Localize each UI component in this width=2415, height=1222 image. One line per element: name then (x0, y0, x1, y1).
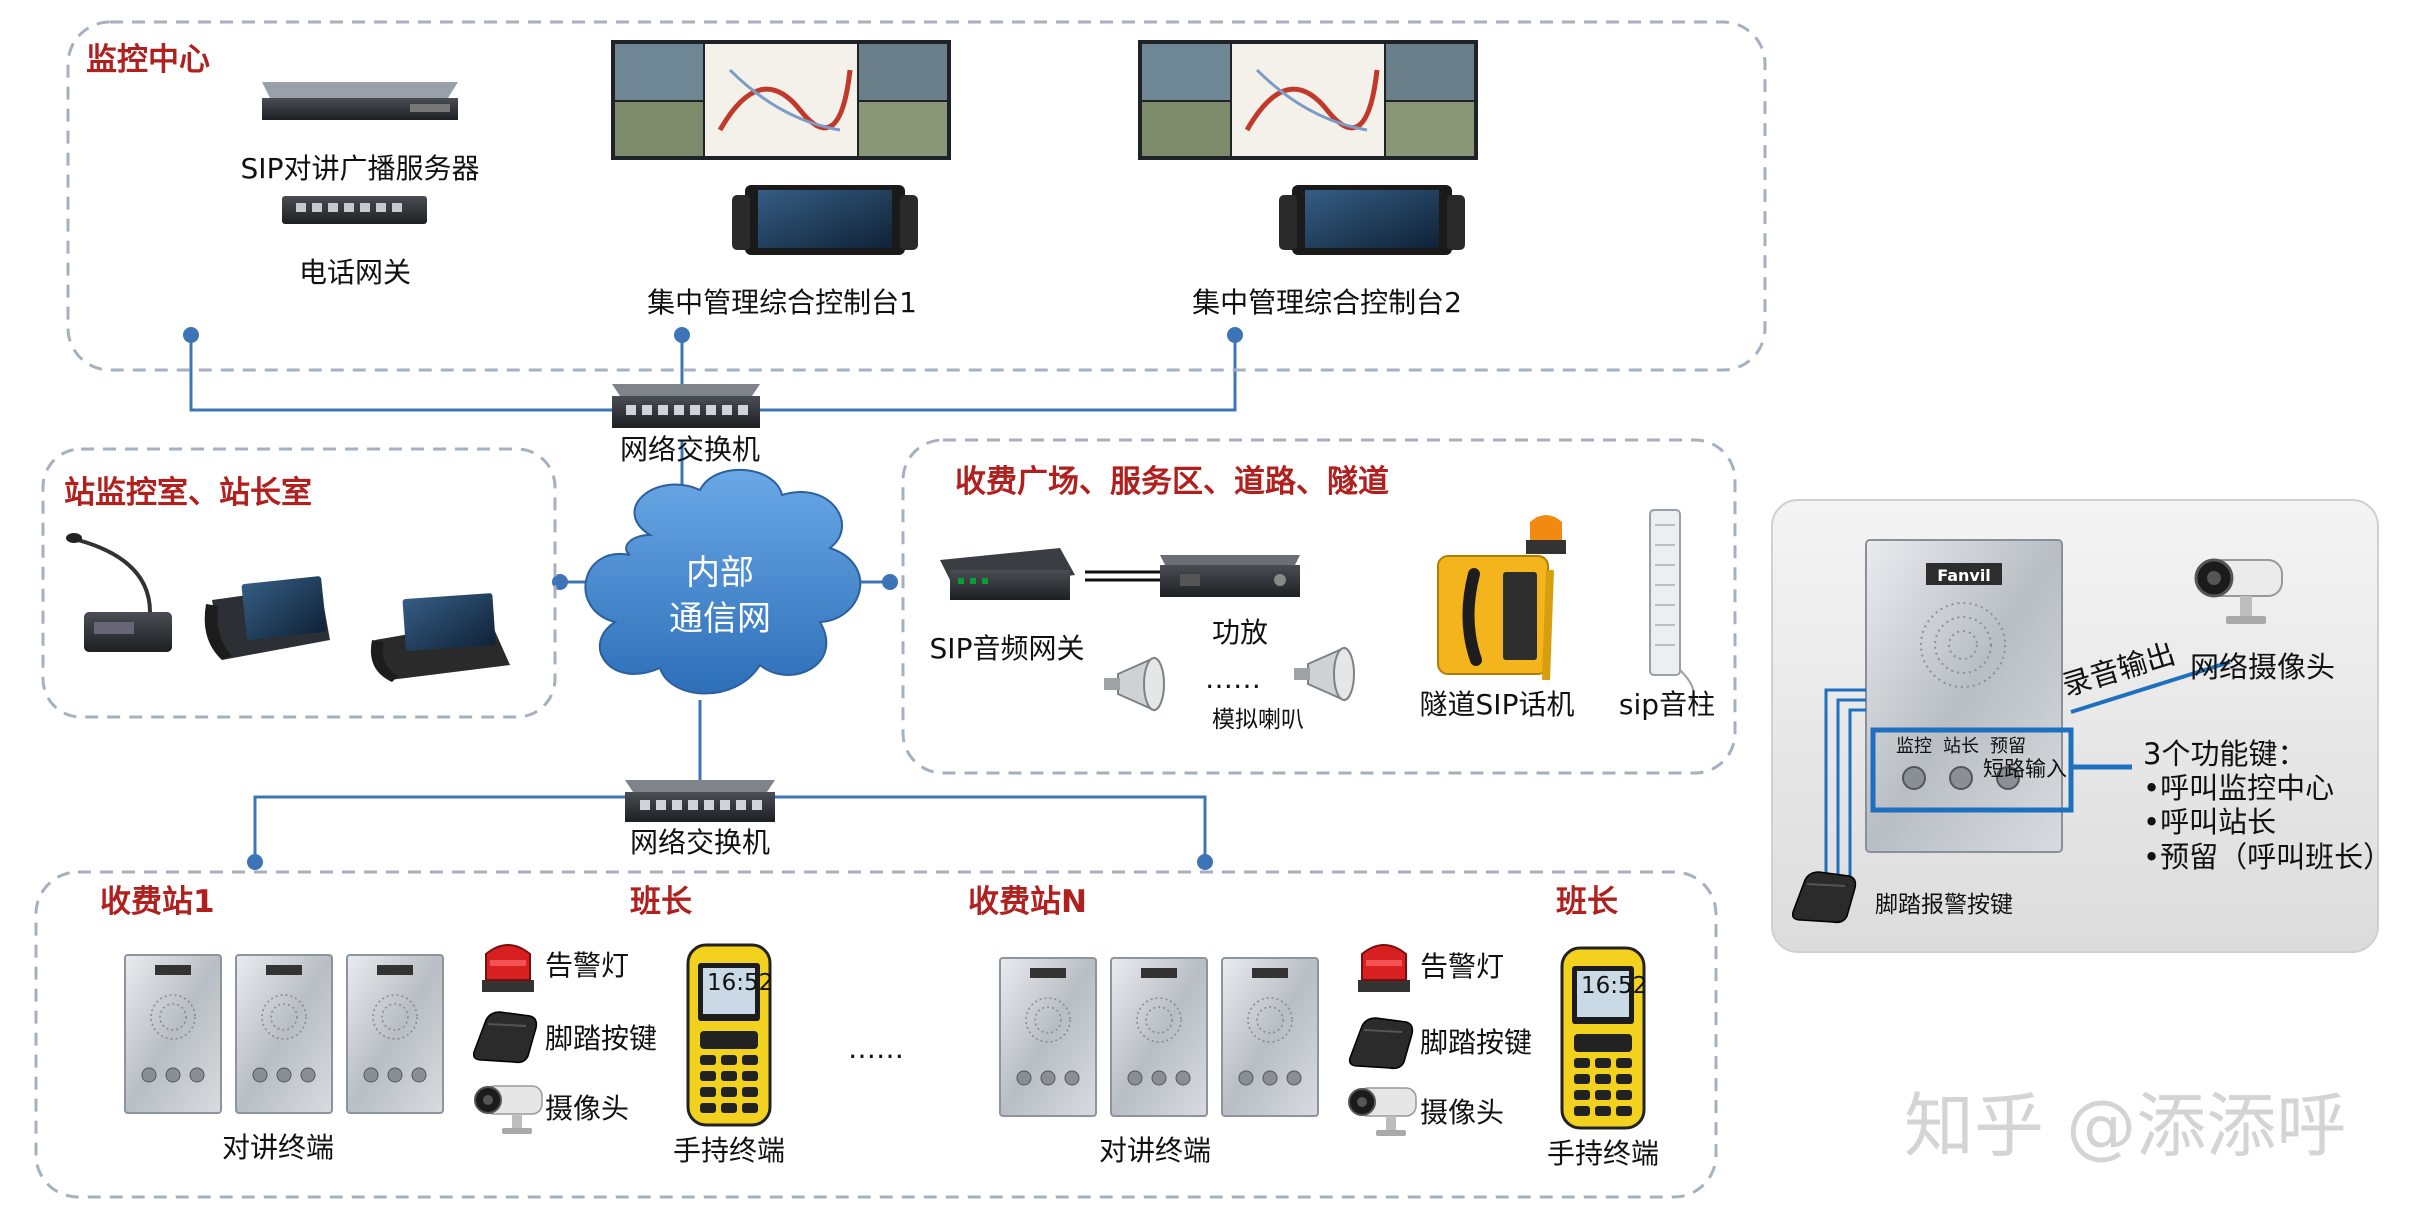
feature-2: •呼叫站长 (2143, 805, 2276, 839)
sip-server-icon (262, 82, 458, 120)
sip-column-icon (1649, 509, 1695, 701)
toll1-alarm-label: 告警灯 (545, 949, 629, 982)
cloud-label-line2: 通信网 (669, 599, 771, 639)
alarm-light-icon (1357, 944, 1411, 993)
tollN-handheld-label: 手持终端 (1547, 1137, 1659, 1170)
video-phone-icon (204, 576, 330, 660)
alarm-light-icon (481, 944, 535, 993)
tunnel-alarm-light-icon (1526, 515, 1566, 554)
tollN-foot-label: 脚踏按键 (1420, 1026, 1532, 1059)
horn-dots: …… (1205, 662, 1261, 695)
analog-horn-label: 模拟喇叭 (1212, 707, 1304, 733)
horn-right-icon (1293, 647, 1355, 701)
phone-gateway-icon (282, 196, 427, 224)
gateway-amp-cable (1085, 570, 1160, 582)
toll1-foot-label: 脚踏按键 (545, 1022, 657, 1055)
desk-microphone-icon (66, 533, 172, 652)
intercom-terminal-icon (999, 957, 1097, 1117)
feature-3: •预留（呼叫班长） (2143, 840, 2392, 874)
console-2-label: 集中管理综合控制台2 (1192, 286, 1462, 319)
switch-bottom-icon (625, 780, 775, 822)
toll1-title: 收费站1 (100, 884, 215, 920)
dispatch-console-icon (370, 593, 510, 682)
intercom-terminal-icon (1221, 957, 1319, 1117)
tollN-intercom-label: 对讲终端 (1099, 1134, 1211, 1167)
watermark: 知乎 @添添呼 (1904, 1085, 2346, 1167)
detail-camera-icon (2194, 558, 2283, 624)
tollN-alarm-label: 告警灯 (1420, 950, 1504, 983)
toll1-handheld-label: 手持终端 (673, 1134, 785, 1167)
phone-gateway-label: 电话网关 (299, 256, 411, 289)
horn-left-icon (1103, 657, 1165, 711)
detail-pedal-cables (1824, 688, 1866, 890)
tollN-leader: 班长 (1556, 884, 1618, 920)
station-room-title: 站监控室、站长室 (64, 475, 312, 511)
tunnel-phone-icon (1437, 555, 1554, 681)
zone-field (901, 438, 1737, 775)
foot-pedal-icon (472, 1011, 538, 1064)
tunnel-phone-label: 隧道SIP话机 (1420, 688, 1575, 721)
toll-dots: …… (848, 1032, 904, 1065)
network-camera-label: 网络摄像头 (2190, 650, 2335, 684)
detail-key-chief: 站长 (1943, 736, 1979, 757)
switch-top-label: 网络交换机 (620, 433, 760, 466)
camera-icon (474, 1085, 543, 1135)
feature-1: •呼叫监控中心 (2143, 771, 2334, 805)
toll1-leader: 班长 (630, 884, 692, 920)
intercom-terminal-icon (346, 954, 444, 1114)
detail-key-reserve: 预留 (1990, 736, 2026, 757)
detail-brand: Fanvil (1937, 566, 1991, 585)
intercom-terminal-icon (124, 954, 222, 1114)
toll1-camera-label: 摄像头 (545, 1092, 629, 1125)
short-input-label: 短路输入 (1983, 757, 2067, 781)
features-title: 3个功能键： (2143, 737, 2306, 771)
tollN-title: 收费站N (968, 884, 1087, 920)
tollN-camera-label: 摄像头 (1420, 1096, 1504, 1129)
zone-toll-stations (34, 870, 1718, 1199)
toll1-intercom-label: 对讲终端 (222, 1131, 334, 1164)
console-1-label: 集中管理综合控制台1 (647, 286, 917, 319)
sip-server-label: SIP对讲广播服务器 (241, 152, 480, 185)
zone-monitor-center (66, 20, 1767, 372)
intercom-detail-panel (1771, 499, 2379, 953)
connection-dots (183, 327, 1243, 870)
amplifier-icon (1160, 555, 1300, 597)
cloud-icon (584, 469, 862, 695)
intercom-terminal-icon (235, 954, 333, 1114)
amplifier-label: 功放 (1212, 616, 1268, 649)
console-1-icon (732, 185, 918, 255)
detail-key-monitor: 监控 (1896, 736, 1932, 757)
monitor-center-title: 监控中心 (86, 42, 210, 78)
console-2-icon (1279, 185, 1465, 255)
field-title: 收费广场、服务区、道路、隧道 (955, 464, 1389, 500)
camera-icon (1348, 1087, 1417, 1137)
toll1-handset-time: 16:52 (707, 970, 773, 996)
sip-audio-gateway-label: SIP音频网关 (930, 632, 1085, 665)
cloud-label-line1: 内部 (686, 553, 754, 593)
sip-audio-gateway-icon (940, 548, 1075, 600)
switch-bottom-label: 网络交换机 (630, 826, 770, 859)
foot-alarm-label: 脚踏报警按键 (1875, 892, 2013, 918)
sip-column-label: sip音柱 (1619, 688, 1715, 721)
video-wall-1 (611, 40, 951, 160)
tollN-handset-time: 16:52 (1581, 973, 1647, 999)
video-wall-2 (1138, 40, 1478, 160)
foot-pedal-icon (1348, 1017, 1414, 1070)
intercom-terminal-icon (1110, 957, 1208, 1117)
record-output-line (2070, 660, 2231, 714)
switch-top-icon (612, 384, 760, 428)
